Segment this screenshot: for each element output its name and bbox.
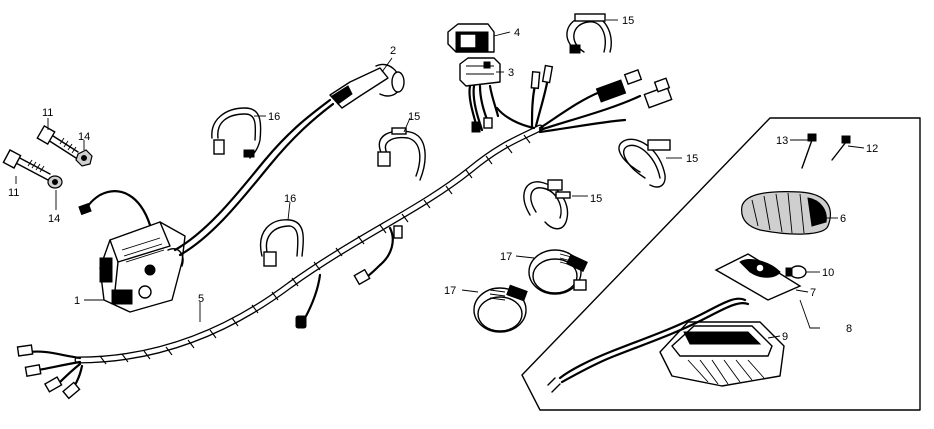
callout-12: 12 [866,143,878,155]
callout-6: 6 [840,213,846,225]
callout-13: 13 [776,135,788,147]
callout-14-lower: 14 [48,213,60,225]
band-clip-16-upper [211,107,262,159]
wire-harness [16,64,673,400]
callout-10: 10 [822,267,834,279]
callout-2: 2 [390,45,396,57]
screw-13 [801,133,817,169]
callout-17-lower: 17 [444,285,456,297]
callout-1: 1 [74,295,80,307]
callout-15-top: 15 [622,15,634,27]
pulse-generator-unit [78,98,335,313]
tail-light-base-7 [547,253,802,393]
connector-block-4 [447,23,495,53]
callout-11-upper: 11 [42,107,53,119]
ignition-coil-and-plug-cap [329,63,405,109]
callout-4: 4 [514,27,520,39]
band-clip-15-right [618,138,671,188]
tail-light-lens-6 [741,191,831,235]
callout-15-mid: 15 [408,111,420,123]
tail-light-housing-9 [659,321,785,387]
callout-15-right: 15 [686,153,698,165]
leader-lines [15,19,865,339]
hose-clamp-17-lower [473,284,528,333]
callout-3: 3 [508,67,514,79]
bolt-11-upper [36,124,79,159]
band-clip-15-top [566,13,612,54]
callout-7: 7 [810,287,816,299]
hose-clamp-17-upper [528,249,588,295]
callout-16-lower: 16 [284,193,296,205]
band-clip-15-mid [377,127,426,181]
band-clip-16-lower [260,219,305,267]
bolt-11-lower [2,149,51,181]
callout-14-upper: 14 [78,131,90,143]
callout-labels: 1 2 3 4 5 6 7 8 9 10 11 11 12 13 14 14 1… [8,15,878,343]
connector-block-3 [459,57,501,133]
taillight-assembly-box [521,117,921,411]
callout-9: 9 [782,331,788,343]
washer-14-lower [47,175,63,189]
band-clip-15-lower [523,179,571,230]
callout-8: 8 [846,323,852,335]
callout-17-upper: 17 [500,251,512,263]
nut-14-upper [75,149,93,167]
callout-5: 5 [198,293,204,305]
bulb-10 [785,265,807,279]
callout-11-lower: 11 [8,187,19,199]
callout-15-lower: 15 [590,193,602,205]
callout-16-upper: 16 [268,111,280,123]
screw-12 [831,135,851,161]
